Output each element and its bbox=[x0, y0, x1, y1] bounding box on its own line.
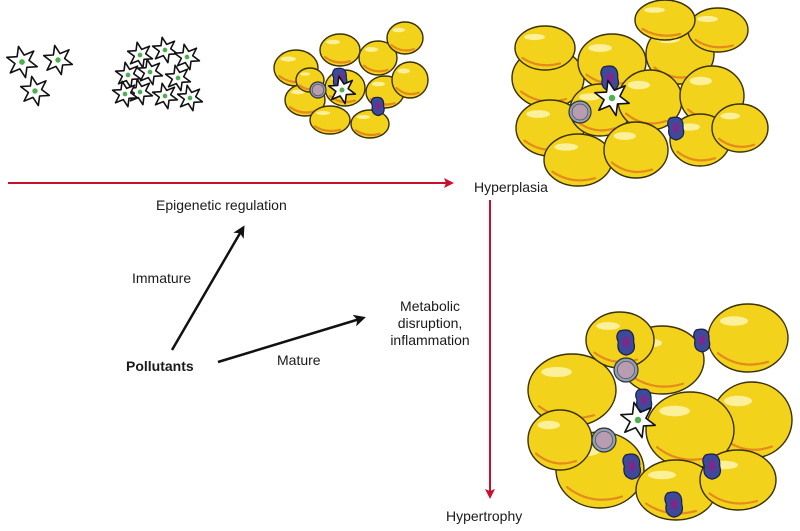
cells-layer bbox=[5, 0, 793, 521]
stellate-cell-icon bbox=[151, 36, 179, 64]
monocyte-icon bbox=[309, 81, 327, 99]
fat-cell-icon bbox=[391, 61, 429, 99]
immune-cell-icon bbox=[667, 116, 685, 141]
stellate-cell-icon bbox=[42, 44, 74, 76]
stellate-cell-icon bbox=[619, 401, 657, 439]
immune-cell-icon bbox=[370, 96, 385, 117]
epigenetic-regulation-label: Epigenetic regulation bbox=[156, 197, 287, 213]
stellate-cell-icon bbox=[593, 79, 631, 117]
hypertrophy-label: Hypertrophy bbox=[446, 508, 523, 524]
metabolic-disruption-label: Metabolic disruption, inflammation bbox=[374, 298, 486, 349]
stellate-cell-icon bbox=[176, 84, 204, 112]
fat-cell-icon bbox=[386, 21, 424, 55]
immune-cell-icon bbox=[616, 329, 636, 356]
metabolic-line-1: Metabolic bbox=[400, 298, 460, 314]
fat-cell-icon bbox=[634, 0, 696, 41]
fat-cell-icon bbox=[309, 105, 351, 135]
hyperplasia-label: Hyperplasia bbox=[474, 179, 548, 195]
stellate-cell-icon bbox=[164, 64, 192, 92]
monocyte-icon bbox=[591, 427, 617, 453]
fat-cell-icon bbox=[543, 133, 613, 187]
metabolic-line-3: inflammation bbox=[390, 332, 470, 348]
stellate-cell-icon bbox=[111, 80, 139, 108]
immature-arrow bbox=[170, 225, 245, 351]
fat-cell-icon bbox=[527, 409, 593, 471]
fat-cell-icon bbox=[603, 121, 669, 179]
mature-label: Mature bbox=[277, 352, 321, 368]
immune-cell-icon bbox=[622, 453, 642, 480]
fat-cell-icon bbox=[687, 7, 749, 53]
fat-cell-icon bbox=[350, 109, 390, 139]
fat-cell-icon bbox=[514, 25, 576, 71]
immune-cell-icon bbox=[693, 328, 711, 353]
immature-label: Immature bbox=[132, 270, 192, 286]
stellate-cell-icon bbox=[136, 58, 164, 86]
immune-cell-icon bbox=[702, 453, 722, 480]
immune-cell-icon bbox=[635, 388, 653, 413]
fat-cell-icon bbox=[319, 33, 361, 67]
mature-arrow bbox=[217, 314, 366, 364]
fat-cell-icon bbox=[358, 40, 398, 76]
monocyte-icon bbox=[568, 100, 592, 124]
stellate-cell-icon bbox=[151, 82, 179, 110]
immune-cell-icon bbox=[664, 491, 684, 518]
stellate-cell-icon bbox=[5, 45, 39, 79]
stellate-cell-icon bbox=[327, 75, 357, 105]
pollutants-label: Pollutants bbox=[126, 358, 194, 374]
stellate-cell-icon bbox=[19, 75, 51, 107]
stellate-cell-icon bbox=[173, 43, 201, 71]
metabolic-line-2: disruption, bbox=[397, 315, 463, 331]
monocyte-icon bbox=[613, 357, 639, 383]
fat-cell-icon bbox=[711, 103, 769, 153]
fat-cell-icon bbox=[707, 303, 789, 373]
